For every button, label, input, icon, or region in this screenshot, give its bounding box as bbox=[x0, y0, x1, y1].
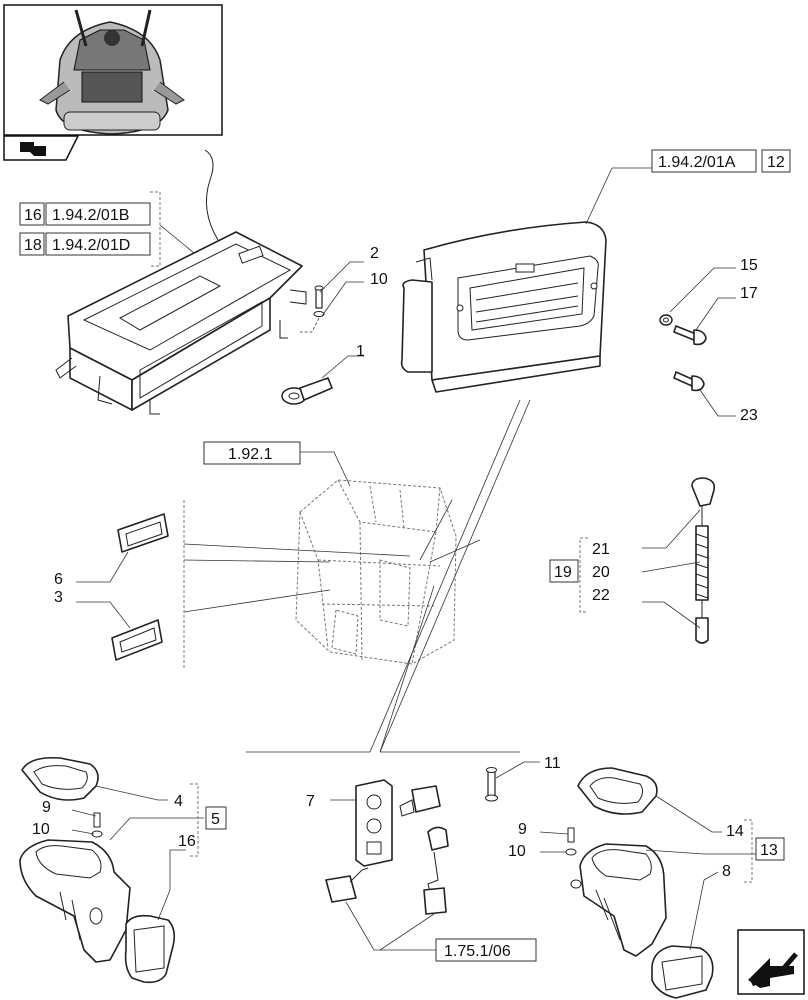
callout-15: 15 bbox=[740, 257, 758, 274]
callout-10-top: 10 bbox=[370, 271, 388, 288]
vent-cover-3 bbox=[76, 601, 163, 661]
tractor-view-icon bbox=[39, 9, 185, 135]
callout-5: 5 bbox=[211, 811, 220, 828]
ref-1-92-1[interactable]: 1.92.1 bbox=[228, 446, 273, 463]
air-duct-right bbox=[539, 767, 756, 999]
cab-frame bbox=[295, 479, 457, 665]
callout-1: 1 bbox=[356, 343, 365, 360]
callout-3: 3 bbox=[54, 589, 63, 606]
callout-8: 8 bbox=[722, 863, 731, 880]
callout-10-left: 10 bbox=[32, 821, 50, 838]
callout-10-right: 10 bbox=[508, 843, 526, 860]
ref-1-94-2-01D[interactable]: 1.94.2/01D bbox=[52, 237, 130, 254]
washer-15 bbox=[659, 267, 736, 326]
reference-group-left: 16 1.94.2/01B 18 1.94.2/01D bbox=[19, 191, 201, 267]
callout-22: 22 bbox=[592, 587, 610, 604]
next-page-button[interactable] bbox=[737, 929, 805, 995]
callout-13: 13 bbox=[760, 842, 778, 859]
previous-page-arrow-icon[interactable] bbox=[20, 142, 46, 156]
screw-23 bbox=[673, 371, 736, 417]
callout-11: 11 bbox=[544, 755, 561, 772]
next-page-arrow-icon bbox=[748, 952, 798, 988]
bolt-11 bbox=[485, 761, 540, 802]
air-duct-left bbox=[19, 756, 204, 984]
ref-1-94-2-01A[interactable]: 1.94.2/01A bbox=[658, 154, 736, 171]
bolt-2-and-washer-10 bbox=[300, 261, 364, 333]
screw-17 bbox=[673, 297, 736, 346]
overview-thumbnail bbox=[3, 4, 223, 161]
callout-12: 12 bbox=[767, 154, 785, 171]
callout-18: 18 bbox=[24, 237, 42, 254]
gas-strut-19 bbox=[641, 477, 716, 644]
switch-panel-7 bbox=[325, 779, 449, 915]
callout-9-right: 9 bbox=[518, 821, 527, 838]
callout-23: 23 bbox=[740, 407, 758, 424]
callout-21: 21 bbox=[592, 541, 610, 558]
callout-16-top: 16 bbox=[24, 207, 42, 224]
bolt-1 bbox=[281, 355, 364, 405]
callout-16-bottom: 16 bbox=[178, 833, 196, 850]
callout-9-left: 9 bbox=[42, 799, 51, 816]
callout-2: 2 bbox=[370, 245, 379, 262]
ref-1-94-2-01B[interactable]: 1.94.2/01B bbox=[52, 207, 129, 224]
callout-14: 14 bbox=[726, 823, 744, 840]
callout-19: 19 bbox=[554, 564, 572, 581]
callout-4: 4 bbox=[174, 793, 183, 810]
rear-panel-assembly bbox=[400, 167, 652, 393]
callout-6: 6 bbox=[54, 571, 63, 588]
callout-20: 20 bbox=[592, 564, 610, 581]
ref-1-75-1-06[interactable]: 1.75.1/06 bbox=[444, 943, 511, 960]
callout-17: 17 bbox=[740, 285, 758, 302]
callout-7: 7 bbox=[306, 793, 315, 810]
heater-unit bbox=[55, 149, 307, 415]
vent-cover-6 bbox=[76, 513, 169, 583]
